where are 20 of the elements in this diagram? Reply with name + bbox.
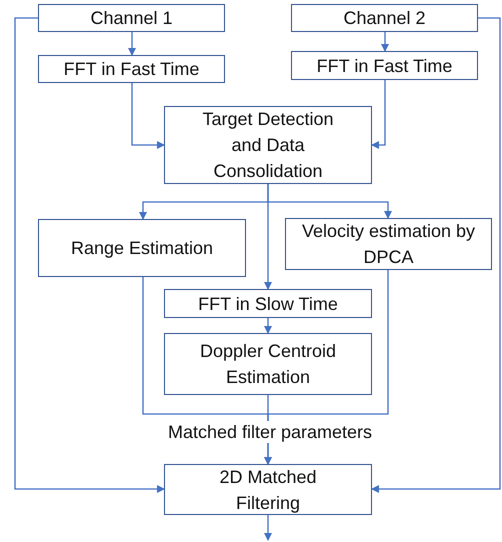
arrow — [371, 80, 386, 149]
process-box: FFT in Fast Time — [38, 55, 225, 83]
process-box: 2D Matched Filtering — [164, 464, 372, 515]
arrow — [264, 515, 272, 541]
arrow — [14, 17, 165, 493]
process-box: Target Detection and Data Consolidation — [164, 106, 372, 184]
arrow — [264, 184, 272, 290]
arrow — [264, 270, 389, 465]
process-box: FFT in Fast Time — [291, 51, 478, 80]
process-box: Range Estimation — [38, 219, 246, 277]
process-box: Channel 2 — [291, 4, 478, 32]
arrow — [264, 318, 272, 334]
process-box: Channel 1 — [38, 4, 225, 32]
process-box: Doppler Centroid Estimation — [164, 333, 372, 395]
arrow — [131, 83, 165, 149]
process-box: FFT in Slow Time — [164, 289, 372, 318]
process-box: Velocity estimation by DPCA — [285, 218, 492, 270]
arrow — [128, 32, 136, 56]
arrow — [381, 32, 389, 52]
arrow — [371, 17, 501, 493]
